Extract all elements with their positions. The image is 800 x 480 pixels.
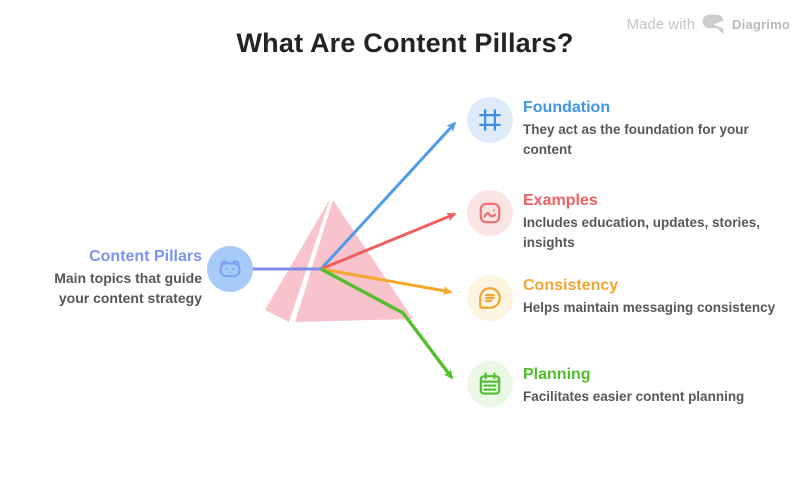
frame-icon — [477, 107, 503, 133]
center-node-text: Content Pillars Main topics that guide y… — [30, 247, 202, 309]
consistency-node[interactable] — [467, 275, 513, 321]
diagrimo-logo-icon — [701, 12, 726, 37]
examples-arrow — [320, 212, 457, 271]
foundation-arrow — [319, 121, 457, 271]
consistency-arrow — [320, 267, 453, 296]
foundation-description: They act as the foundation for your cont… — [523, 122, 749, 157]
watermark-prefix: Made with — [626, 16, 696, 33]
planning-title: Planning — [523, 366, 591, 383]
pyramid-left-face — [265, 199, 330, 322]
watermark-made-with-diagrimo[interactable]: Made with Diagrimo — [627, 12, 790, 37]
bear-face-icon — [216, 255, 244, 283]
planning-node[interactable] — [467, 361, 513, 407]
consistency-title: Consistency — [523, 277, 619, 294]
foundation-node[interactable] — [467, 97, 513, 143]
examples-text: Examples Includes education, updates, st… — [523, 191, 795, 252]
center-node-title: Content Pillars — [89, 248, 202, 265]
watermark-brand: Diagrimo — [732, 17, 790, 32]
examples-description: Includes education, updates, stories, in… — [523, 215, 761, 250]
consistency-description: Helps maintain messaging consistency — [523, 300, 776, 315]
pyramid-right-face — [295, 200, 413, 322]
image-icon — [477, 200, 503, 226]
planning-arrow — [320, 267, 454, 380]
center-node-description: Main topics that guide your content stra… — [54, 270, 202, 306]
examples-node[interactable] — [467, 190, 513, 236]
calendar-icon — [477, 371, 503, 397]
planning-description: Facilitates easier content planning — [523, 389, 745, 404]
foundation-title: Foundation — [523, 99, 611, 116]
examples-title: Examples — [523, 192, 598, 209]
center-node[interactable] — [207, 246, 253, 292]
message-bubble-icon — [477, 285, 503, 311]
foundation-text: Foundation They act as the foundation fo… — [523, 98, 795, 159]
planning-text: Planning Facilitates easier content plan… — [523, 365, 795, 407]
consistency-text: Consistency Helps maintain messaging con… — [523, 276, 795, 318]
page-title: What Are Content Pillars? — [236, 28, 574, 58]
